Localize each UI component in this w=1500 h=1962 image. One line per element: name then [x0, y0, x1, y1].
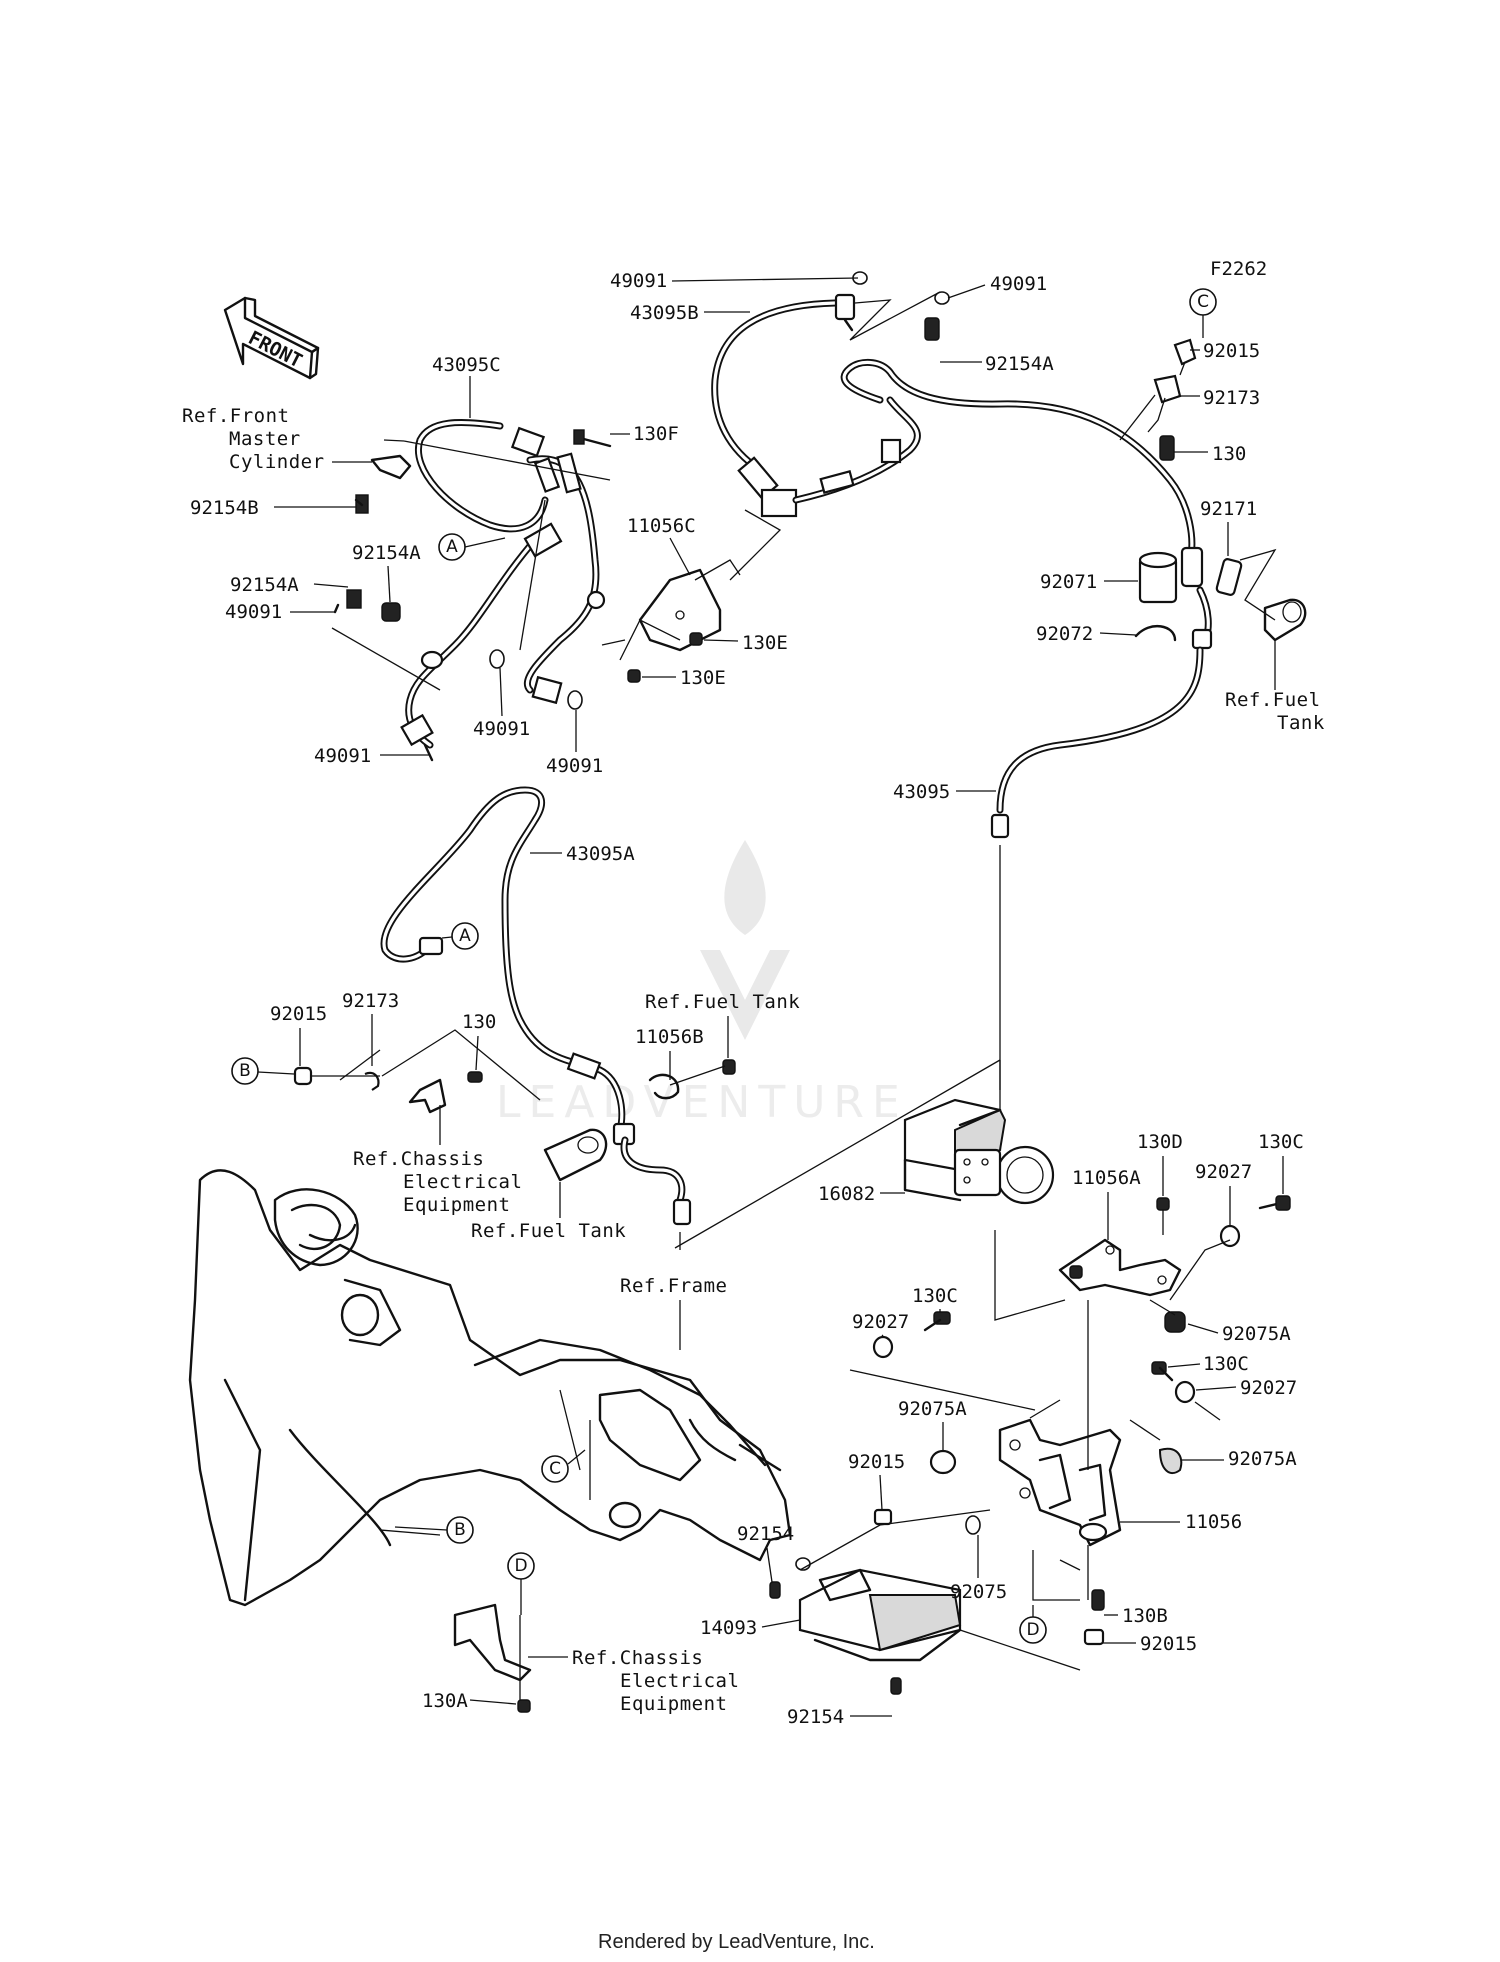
label-92027-b: 92027	[852, 1311, 909, 1333]
frame-outline	[188, 1169, 792, 1713]
ref-frame: Ref.Frame	[620, 1275, 727, 1297]
abs-unit-16082	[674, 1059, 1066, 1321]
callout-A-top: A	[446, 537, 458, 557]
label-92072: 92072	[1036, 623, 1093, 645]
callout-B-mid: B	[239, 1061, 251, 1081]
label-49091-c: 49091	[546, 755, 603, 777]
label-92154A-b: 92154A	[230, 574, 299, 596]
label-16082: 16082	[818, 1183, 875, 1205]
hose-43095B-group	[711, 271, 1307, 1130]
ref-chassis-b-line2: Electrical	[620, 1670, 739, 1692]
callout-C-low: C	[549, 1459, 561, 1479]
label-130F: 130F	[633, 423, 679, 445]
label-92173-top: 92173	[1203, 387, 1260, 409]
label-92027-a: 92027	[1195, 1161, 1252, 1183]
ref-chassis-a-line2: Electrical	[403, 1171, 522, 1193]
front-direction-tag: FRONT	[223, 296, 320, 380]
footer-credit: Rendered by LeadVenture, Inc.	[598, 1931, 875, 1953]
label-130-mid: 130	[462, 1011, 496, 1033]
label-92154A-top: 92154A	[985, 353, 1054, 375]
label-92015-bot: 92015	[1140, 1633, 1197, 1655]
label-43095: 43095	[893, 781, 950, 803]
ref-chassis-b-line1: Ref.Chassis	[572, 1647, 703, 1669]
cover-14093	[769, 1508, 1105, 1695]
label-130E-a: 130E	[742, 632, 788, 654]
label-49091-d: 49091	[314, 745, 371, 767]
label-92015-top: 92015	[1203, 340, 1260, 362]
label-130E-b: 130E	[680, 667, 726, 689]
label-130C-c: 130C	[1203, 1353, 1249, 1375]
label-49091-b: 49091	[473, 718, 530, 740]
label-92154-b: 92154	[787, 1706, 844, 1728]
label-130C-b: 130C	[912, 1285, 958, 1307]
label-92075A-c: 92075A	[1228, 1448, 1297, 1470]
label-11056C: 11056C	[627, 515, 696, 537]
callout-D-low: D	[514, 1556, 527, 1576]
label-43095A: 43095A	[566, 843, 635, 865]
label-92075: 92075	[950, 1581, 1007, 1603]
labels: F2262 49091 43095B 49091 92154A 92015 92…	[182, 258, 1325, 1953]
callout-B-low: B	[454, 1520, 466, 1540]
label-130C-a: 130C	[1258, 1131, 1304, 1153]
ref-fuel-tank-right-line2: Tank	[1277, 712, 1325, 734]
bracket-11056A-group	[849, 1195, 1291, 1421]
label-130A: 130A	[422, 1690, 468, 1712]
label-130D: 130D	[1137, 1131, 1183, 1153]
bracket-11056	[929, 1300, 1183, 1600]
label-14093: 14093	[700, 1617, 757, 1639]
bracket-11056C	[627, 509, 782, 683]
label-11056B: 11056B	[635, 1026, 704, 1048]
hose-43095C-group	[331, 419, 681, 762]
label-92154B: 92154B	[190, 497, 259, 519]
label-49091-top: 49091	[610, 270, 667, 292]
ref-chassis-a-line1: Ref.Chassis	[353, 1148, 484, 1170]
label-92071: 92071	[1040, 571, 1097, 593]
label-11056A: 11056A	[1072, 1167, 1141, 1189]
label-130-top: 130	[1212, 443, 1246, 465]
label-92027-c: 92027	[1240, 1377, 1297, 1399]
label-11056: 11056	[1185, 1511, 1242, 1533]
callout-C-top: C	[1197, 292, 1209, 312]
label-92154A-a: 92154A	[352, 542, 421, 564]
label-92154-a: 92154	[737, 1523, 794, 1545]
ref-fuel-tank-mid: Ref.Fuel Tank	[645, 991, 800, 1013]
tube-43095A-group	[293, 786, 736, 1250]
ref-front-master-line3: Cylinder	[229, 451, 325, 473]
label-92075A-a: 92075A	[1222, 1323, 1291, 1345]
ref-front-master-line2: Master	[229, 428, 301, 450]
callout-A-mid: A	[459, 926, 471, 946]
ref-fuel-tank-right-line1: Ref.Fuel	[1225, 689, 1321, 711]
ref-chassis-a-line3: Equipment	[403, 1194, 510, 1216]
callouts: A C A B C B D D	[231, 288, 1217, 1644]
label-43095B: 43095B	[630, 302, 699, 324]
label-92171: 92171	[1200, 498, 1257, 520]
label-130B: 130B	[1122, 1605, 1168, 1627]
figure-code: F2262	[1210, 258, 1267, 280]
label-49091-right: 49091	[990, 273, 1047, 295]
label-92075A-b: 92075A	[898, 1398, 967, 1420]
ref-front-master-line1: Ref.Front	[182, 405, 289, 427]
watermark-logo: LEADVENTURE	[496, 840, 908, 1128]
ref-fuel-tank-low: Ref.Fuel Tank	[471, 1220, 626, 1242]
watermark-text: LEADVENTURE	[496, 1077, 908, 1128]
label-43095C: 43095C	[432, 354, 501, 376]
label-92015-mid: 92015	[270, 1003, 327, 1025]
label-49091-a: 49091	[225, 601, 282, 623]
label-92015-low: 92015	[848, 1451, 905, 1473]
ref-chassis-b-line3: Equipment	[620, 1693, 727, 1715]
callout-D-bot: D	[1026, 1620, 1039, 1640]
label-92173-mid: 92173	[342, 990, 399, 1012]
